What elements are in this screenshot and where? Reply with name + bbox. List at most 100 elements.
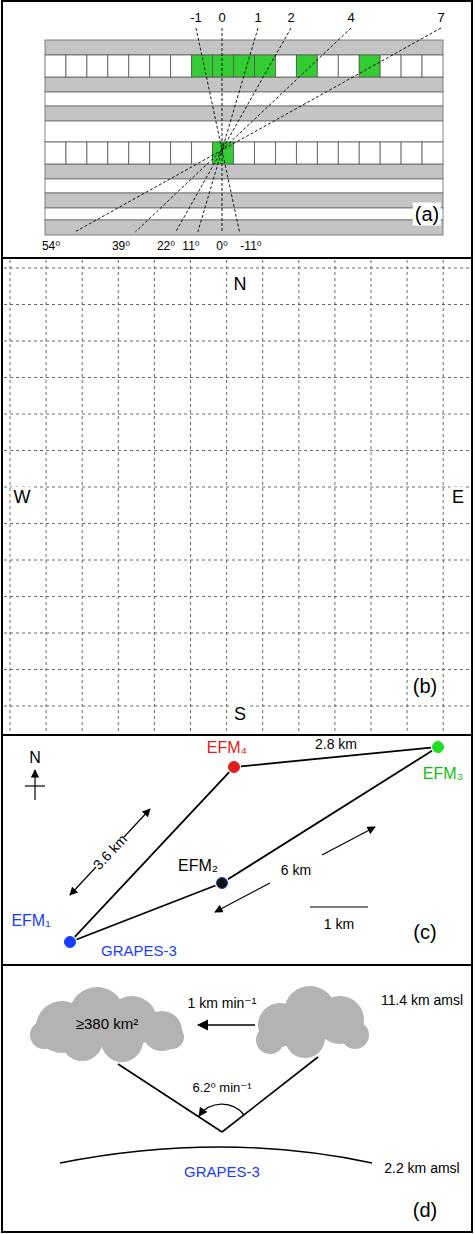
detector-cell: [66, 142, 87, 164]
track-index: -1: [190, 11, 202, 26]
speed-label: 1 km min⁻¹: [188, 995, 257, 1011]
detector-cell: [87, 142, 108, 164]
gap-band: [45, 121, 443, 142]
cloud-lobe: [101, 1020, 143, 1062]
detector-cell: [171, 55, 192, 77]
panel-letter: (c): [411, 921, 438, 944]
site-label: GRAPES-3: [101, 942, 177, 959]
grid-line: [4, 268, 470, 269]
direction-line: [75, 28, 441, 232]
grid-line: [118, 260, 119, 733]
sky-grid: [4, 260, 470, 733]
grid-line: [82, 260, 83, 733]
gap-band: [45, 179, 443, 193]
cloud-node: ≥380 km²: [22, 985, 192, 1063]
grid-line: [10, 260, 11, 733]
site-label: GRAPES-3: [184, 1163, 260, 1180]
north-arrow: [25, 785, 45, 786]
detector-cell: [254, 142, 275, 164]
detector-cell: [380, 55, 401, 77]
motion-arrow: [198, 1024, 255, 1026]
track-index: 2: [287, 11, 294, 26]
detector-cell: [296, 55, 317, 77]
monitor-dot: EFM₁GRAPES-3: [64, 936, 76, 948]
grid-line: [443, 260, 444, 733]
grid-line: [4, 596, 470, 597]
compass-letter: N: [232, 274, 249, 295]
grid-line: [371, 260, 372, 733]
angular-arrow: [199, 1104, 244, 1116]
detector-cell: [317, 55, 338, 77]
grid-line: [154, 260, 155, 733]
detector-cell: [359, 142, 380, 164]
grid-line: [4, 523, 470, 524]
detector-cell: [192, 142, 213, 164]
cloud-lobe: [341, 1021, 369, 1049]
area-label: ≥380 km²: [76, 1015, 138, 1032]
detector-cell: [108, 55, 129, 77]
detector-cell: [45, 55, 66, 77]
detector-cell: [380, 142, 401, 164]
monitor-dot: EFM₄: [228, 761, 240, 773]
station-label: EFM₂: [178, 857, 218, 875]
motion-geometry: [60, 1025, 372, 1163]
grid-line: [4, 450, 470, 451]
grid-line: [190, 260, 191, 733]
absorber-band: [45, 106, 443, 121]
altitude-label: 11.4 km amsl: [381, 992, 463, 1008]
station-label: EFM₄: [207, 739, 247, 757]
baseline-line: [228, 751, 432, 880]
cloud-lobe: [69, 987, 125, 1043]
grid-line: [407, 260, 408, 733]
cloud-lobe: [61, 1019, 103, 1061]
direction-line: [222, 28, 223, 232]
panel-divider: [2, 734, 472, 736]
storm-cloud: [256, 986, 369, 1058]
track-index: 4: [347, 11, 354, 26]
detector-cell: [296, 142, 317, 164]
detector-cell: [275, 55, 296, 77]
grid-line: [4, 487, 470, 488]
detector-cell: [171, 142, 192, 164]
detector-cell: [129, 142, 150, 164]
cloud-lobe: [256, 1026, 284, 1054]
grid-line: [262, 260, 263, 733]
panel-letter: (a): [413, 203, 441, 226]
north-arrow: [34, 770, 35, 800]
cloud-shape: [22, 985, 192, 1063]
detector-cell: [234, 142, 255, 164]
grid-line: [4, 706, 470, 707]
detector-cell: [150, 55, 171, 77]
panel-divider: [2, 964, 472, 966]
cloud-lobe: [30, 1021, 58, 1049]
angle-label: 11⁰: [182, 240, 199, 254]
scale-bar: [310, 906, 368, 907]
angle-label: 39⁰: [112, 240, 130, 254]
absorber-band: [45, 40, 443, 55]
detector-cell: [45, 142, 66, 164]
angle-label: 54⁰: [42, 240, 60, 254]
distance-label: 6 km: [279, 862, 313, 878]
panel-letter: (b): [411, 675, 439, 698]
station-label: EFM₁: [11, 912, 50, 930]
direction-lines: [75, 28, 441, 232]
grid-line: [4, 560, 470, 561]
track-index: 7: [437, 11, 444, 26]
angle-label: 22⁰: [157, 240, 175, 254]
compass-letter: W: [12, 487, 33, 508]
station-label: EFM₃: [423, 765, 463, 783]
track-index: 1: [254, 11, 261, 26]
gap-band: [45, 208, 443, 220]
grid-line: [4, 341, 470, 342]
sight-line: [118, 1064, 222, 1132]
direction-line: [198, 28, 258, 232]
detector-cell: [338, 55, 359, 77]
scale-label: 1 km: [324, 916, 354, 932]
north-label: N: [29, 749, 41, 767]
detector-cell: [401, 142, 422, 164]
dimension-arrow: [322, 827, 375, 855]
dimension-arrow: [215, 883, 270, 912]
detector-cell: [317, 142, 338, 164]
